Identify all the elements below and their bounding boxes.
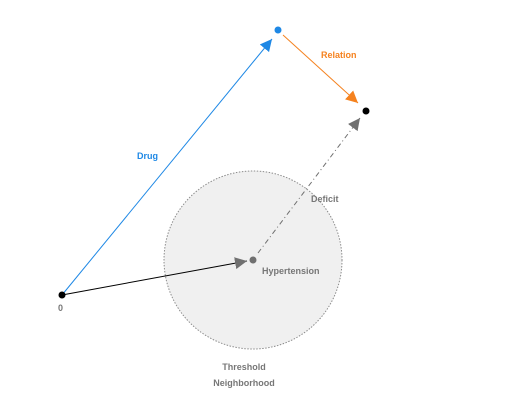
hypertension-label: Hypertension	[262, 266, 320, 276]
drug-label: Drug	[137, 151, 158, 161]
hypertension-vector	[61, 257, 248, 296]
hypertension-point	[249, 256, 257, 264]
threshold-label-line2: Neighborhood	[213, 378, 275, 388]
target-point	[362, 107, 370, 115]
relation-label: Relation	[321, 50, 357, 60]
deficit-vector	[257, 117, 361, 254]
threshold-label-line1: Threshold	[222, 362, 266, 372]
origin-label: 0	[58, 303, 63, 313]
deficit-label: Deficit	[311, 194, 339, 204]
drug-vector	[61, 38, 273, 296]
origin-point	[58, 291, 66, 299]
drug-point	[274, 26, 282, 34]
relation-vector	[282, 34, 359, 104]
